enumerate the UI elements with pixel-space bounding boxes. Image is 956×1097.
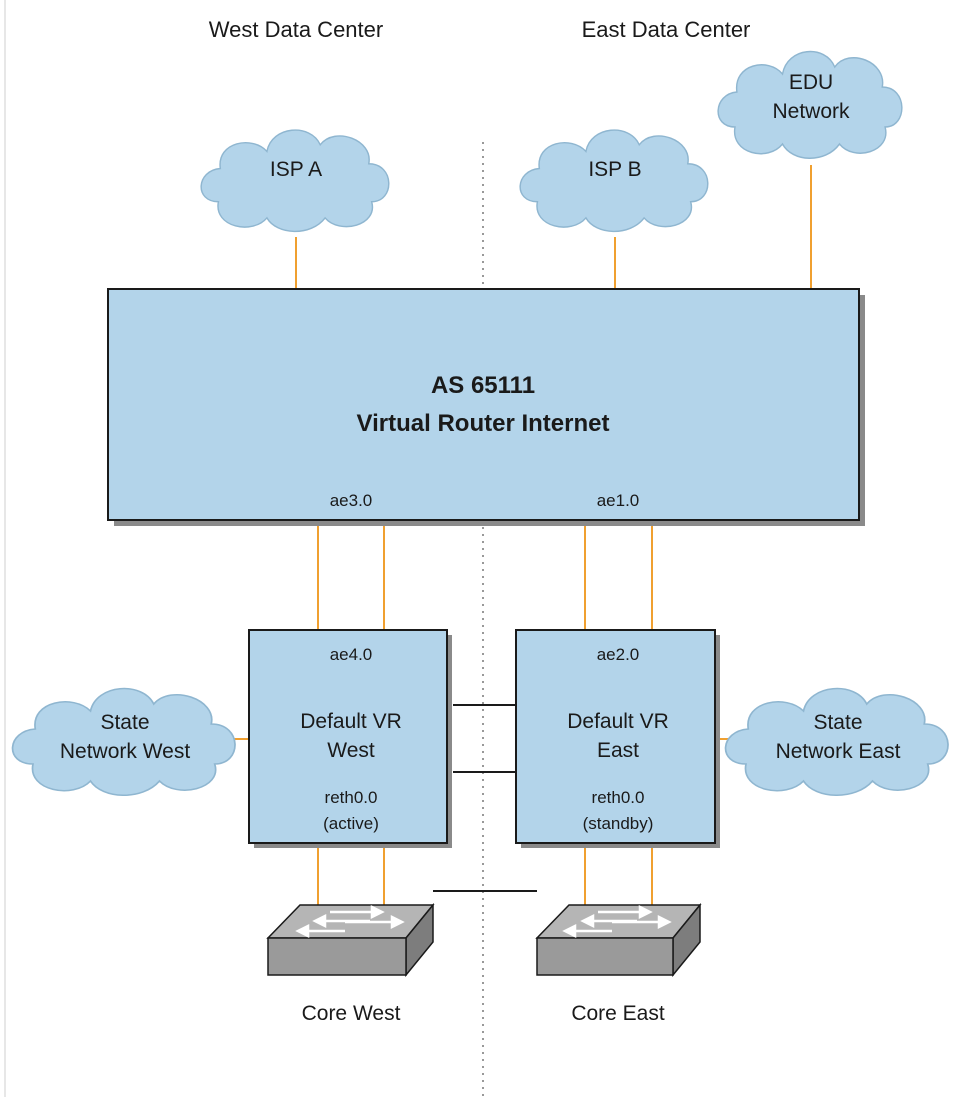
vr-east-iface: ae2.0 [597, 645, 640, 664]
isp-b-label: ISP B [588, 158, 641, 181]
vr-west-reth: reth0.0 [325, 788, 378, 807]
vr-west-name-1: Default VR [300, 710, 402, 733]
state-west-label-2: Network West [60, 740, 190, 763]
west-datacenter-label: West Data Center [209, 17, 383, 42]
default-vr-west-box [248, 629, 448, 844]
core-east-label: Core East [571, 1002, 665, 1025]
vr-east-reth: reth0.0 [592, 788, 645, 807]
edu-network-label-1: EDU [789, 71, 833, 94]
vr-west-iface: ae4.0 [330, 645, 373, 664]
vr-west-name-2: West [327, 739, 375, 762]
router-iface-east: ae1.0 [597, 491, 640, 510]
router-iface-west: ae3.0 [330, 491, 373, 510]
router-as-label: AS 65111 [431, 372, 535, 399]
vr-east-name-1: Default VR [567, 710, 669, 733]
core-west-label: Core West [302, 1002, 401, 1025]
vr-east-state: (standby) [583, 814, 654, 833]
edu-network-label-2: Network [772, 100, 850, 123]
black-links [433, 704, 537, 892]
default-vr-east-box [515, 629, 716, 844]
vr-east-name-2: East [597, 739, 639, 762]
east-datacenter-label: East Data Center [582, 17, 751, 42]
isp-a-label: ISP A [270, 158, 322, 181]
state-west-label-1: State [100, 711, 149, 734]
switch-icon [266, 902, 435, 978]
vr-west-state: (active) [323, 814, 379, 833]
router-name-label: Virtual Router Internet [357, 410, 610, 437]
state-east-label-2: Network East [776, 740, 901, 763]
virtual-router-internet-box [107, 288, 860, 521]
switch-icon [535, 902, 702, 978]
state-east-label-1: State [813, 711, 862, 734]
